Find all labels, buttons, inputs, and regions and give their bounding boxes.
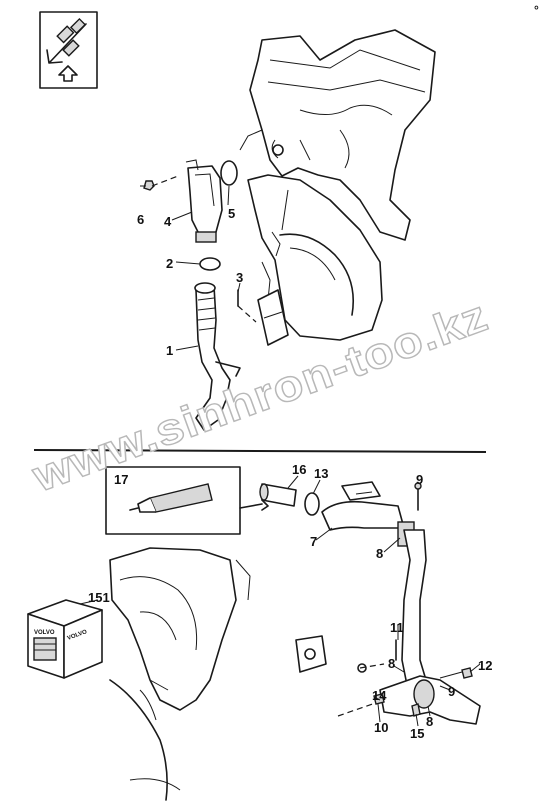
- callout-leaders: [79, 185, 481, 727]
- callout-6: 6: [137, 212, 144, 227]
- callout-4: 4: [164, 214, 172, 229]
- part-1-hose: [194, 282, 241, 431]
- callout-8a: 8: [376, 546, 383, 561]
- part-16-fitting: [259, 483, 297, 507]
- callout-2: 2: [166, 256, 173, 271]
- sealant-tube-icon: [129, 483, 213, 513]
- part-14-washer: [357, 663, 367, 673]
- callout-15: 15: [410, 726, 424, 741]
- callout-17: 17: [114, 472, 128, 487]
- callout-14: 14: [372, 688, 387, 703]
- part-11-pipe: [395, 529, 427, 691]
- part-15-bolt: [411, 703, 421, 717]
- part-17-inset-box: [105, 466, 269, 535]
- callout-10: 10: [374, 720, 388, 735]
- part-12-bolt: [461, 667, 473, 679]
- box-logo-text: VOLVO: [34, 630, 55, 636]
- callout-1: 1: [166, 343, 173, 358]
- part-2-clamp: [199, 257, 221, 271]
- engine-block-lower: [109, 547, 327, 801]
- engine-block-upper: [239, 29, 436, 346]
- up-arrow-icon: [58, 65, 78, 82]
- part-3-screw: [237, 289, 257, 323]
- watermark: www.sinhron-too.kz: [26, 291, 495, 502]
- section-divider: [33, 449, 487, 453]
- part-6-bolt: [143, 175, 179, 191]
- callout-labels: 6 4 5 2 3 1 17 16 13 7 9 8 151 11 12 14 …: [88, 206, 492, 741]
- callout-9b: 9: [448, 684, 455, 699]
- callout-13: 13: [314, 466, 328, 481]
- callout-151: 151: [88, 590, 110, 605]
- callout-5: 5: [228, 206, 235, 221]
- callout-3: 3: [236, 270, 243, 285]
- callout-16: 16: [292, 462, 306, 477]
- callout-8c: 8: [426, 714, 433, 729]
- orientation-icon: [39, 11, 98, 89]
- part-13-o-ring: [304, 492, 320, 516]
- callout-11: 11: [390, 620, 404, 635]
- lower-manifold: [337, 663, 481, 725]
- callout-8b: 8: [388, 656, 395, 671]
- part-9-bolt-a: [414, 482, 422, 511]
- part-4-hose-adapter: [185, 159, 223, 243]
- callout-9a: 9: [416, 472, 423, 487]
- callout-7: 7: [310, 534, 317, 549]
- corner-mark: °: [534, 3, 539, 17]
- part-7-hose: [321, 481, 405, 531]
- parts-kit-box-icon: VOLVO VOLVO: [27, 599, 103, 679]
- part-5-o-ring: [220, 160, 238, 186]
- callout-12: 12: [478, 658, 492, 673]
